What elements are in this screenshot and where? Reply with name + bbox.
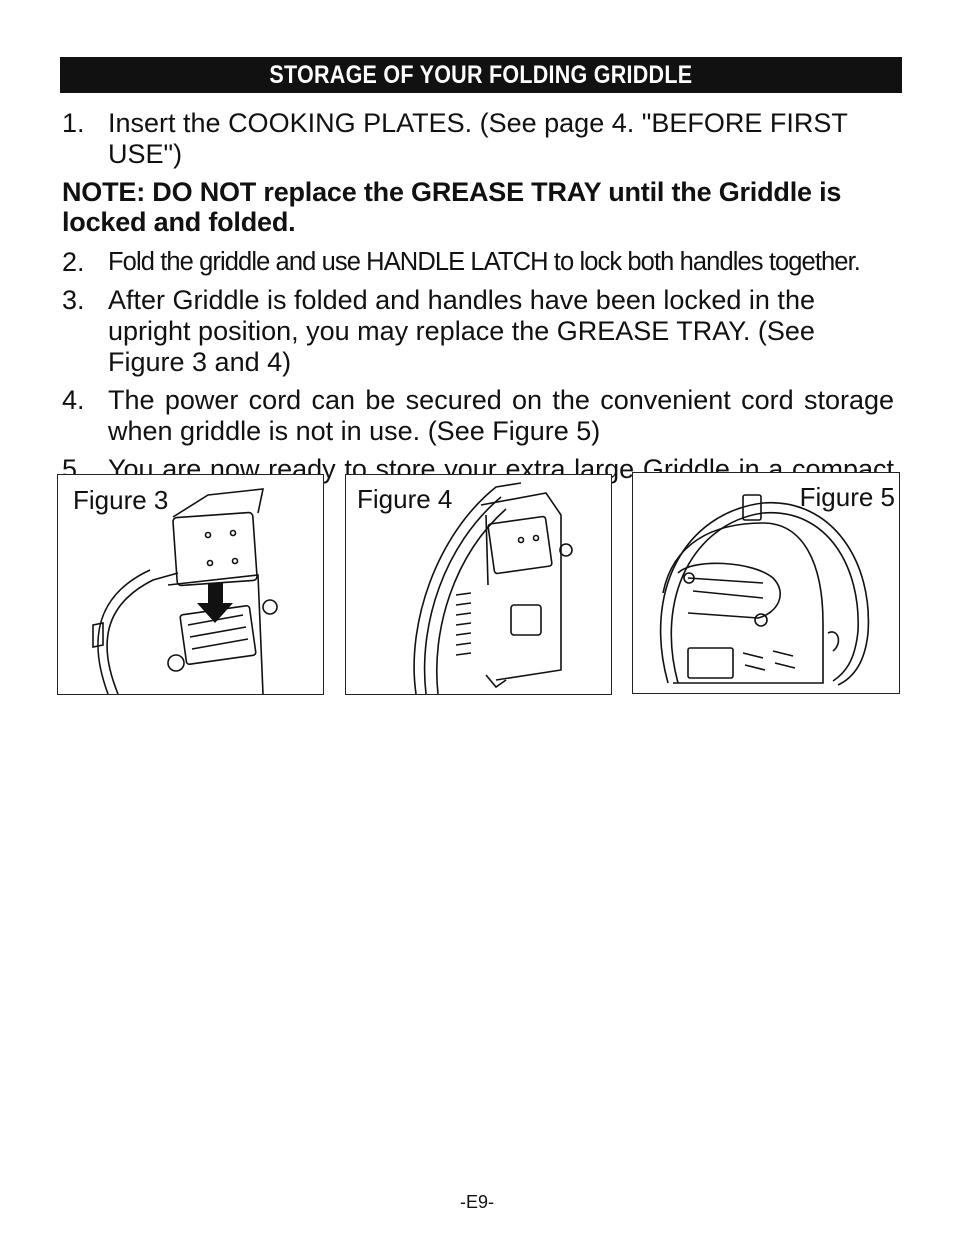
step-4: 4. The power cord can be secured on the …	[62, 385, 894, 447]
step-number: 4.	[62, 385, 85, 415]
step-text: Fold the griddle and use HANDLE LATCH to…	[108, 248, 861, 276]
figure-label: Figure 3	[73, 485, 169, 515]
figure-3: Figure 3	[57, 474, 324, 695]
section-header: STORAGE OF YOUR FOLDING GRIDDLE	[60, 57, 902, 93]
page-number: -E9-	[459, 1192, 494, 1212]
note: NOTE: DO NOT replace the GREASE TRAY unt…	[62, 177, 842, 237]
step-number: 1.	[62, 108, 85, 138]
instructions: 1. Insert the COOKING PLATES. (See page …	[62, 108, 894, 523]
section-title: STORAGE OF YOUR FOLDING GRIDDLE	[269, 60, 693, 89]
figure-4: Figure 4	[345, 474, 612, 695]
figure-label: Figure 4	[357, 484, 453, 514]
step-number: 3.	[62, 285, 85, 315]
cord-storage-illustration	[659, 494, 870, 686]
step-3: 3. After Griddle is folded and handles h…	[62, 285, 894, 378]
step-1: 1. Insert the COOKING PLATES. (See page …	[62, 108, 894, 170]
step-number: 2.	[62, 247, 85, 277]
figure-label: Figure 5	[799, 482, 895, 512]
folded-griddle-illustration	[413, 482, 573, 694]
step-text: Insert the COOKING PLATES. (See page 4. …	[108, 108, 848, 169]
step-text: The power cord can be secured on the con…	[108, 385, 894, 446]
griddle-grease-tray-illustration	[92, 488, 278, 694]
figure-5: Figure 5	[632, 472, 900, 694]
step-2: 2. Fold the griddle and use HANDLE LATCH…	[62, 247, 894, 278]
step-text: After Griddle is folded and handles have…	[108, 285, 815, 377]
down-arrow-icon	[197, 583, 233, 623]
